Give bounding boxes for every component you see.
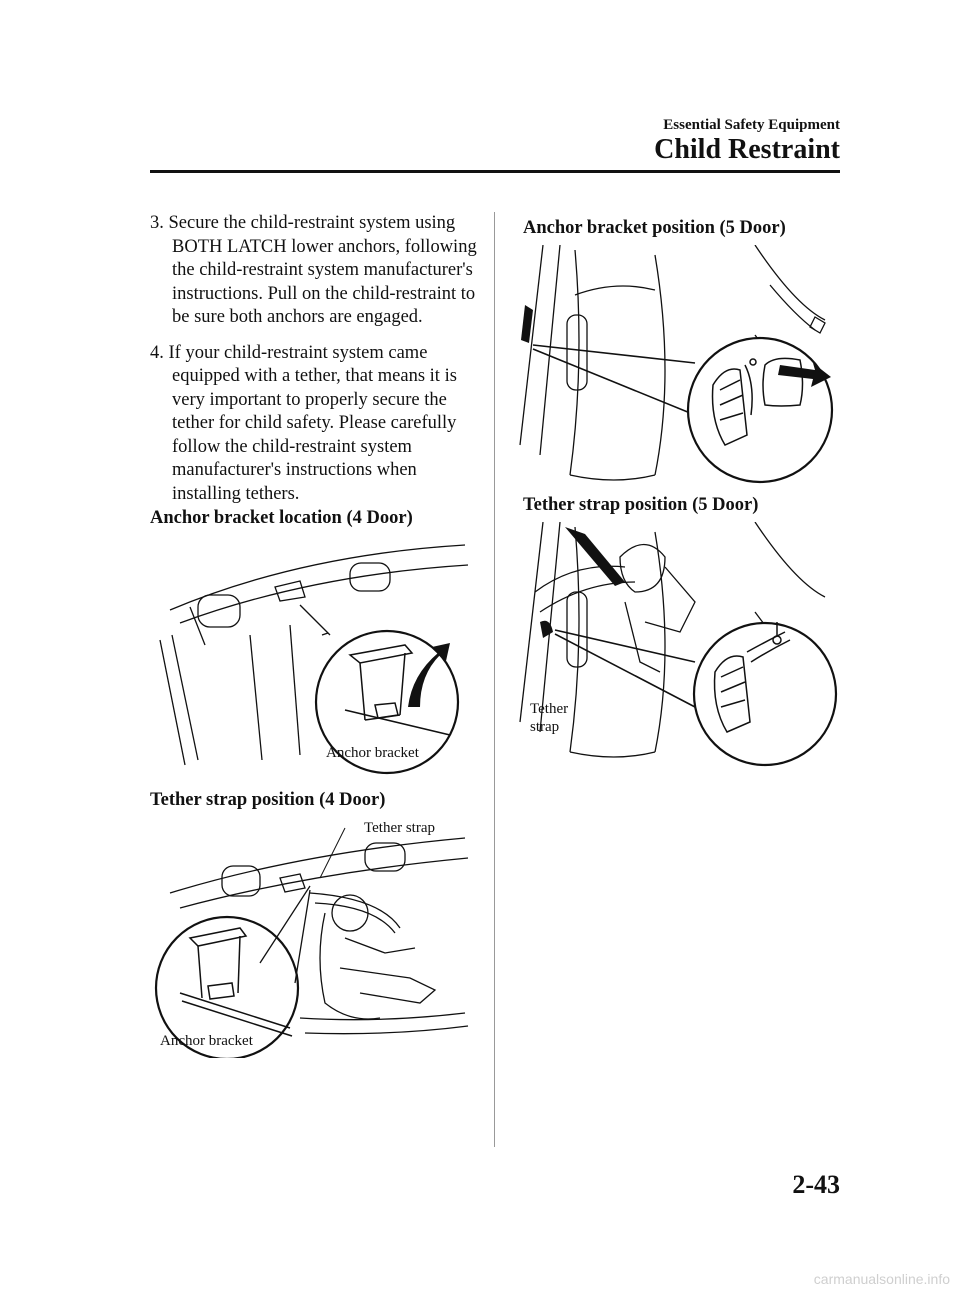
- figure-heading-tether-4door: Tether strap position (4 Door): [150, 790, 386, 810]
- callout-tether-line-1: Tether: [530, 701, 569, 717]
- figure-tether-5door: [515, 522, 840, 767]
- hatch-seat-illustration-5door: [519, 245, 834, 484]
- seat-illustration-4door: [159, 544, 469, 775]
- figure-heading-anchor-5door: Anchor bracket position (5 Door): [523, 218, 786, 238]
- step-4: 4. If your child-restraint system came e…: [150, 342, 457, 504]
- page-number: 2-43: [792, 1170, 840, 1199]
- callout-anchor-bracket-4door: Anchor bracket: [326, 745, 419, 761]
- figure-anchor-5door: [515, 245, 840, 490]
- watermark-text: carmanualsonline.info: [813, 1271, 950, 1287]
- hatch-tether-illustration-5door: [519, 522, 838, 767]
- figure-heading-anchor-4door: Anchor bracket location (4 Door): [150, 508, 413, 528]
- figure-tether-4door: [150, 818, 480, 1058]
- header-divider: [150, 170, 840, 173]
- callout-tether-line-2: strap: [530, 719, 560, 735]
- column-divider: [494, 212, 495, 1147]
- figure-heading-tether-5door: Tether strap position (5 Door): [523, 495, 759, 515]
- callout-anchor-bracket-tether-4door: Anchor bracket: [160, 1033, 253, 1049]
- child-seat-illustration-4door: [154, 827, 469, 1058]
- instruction-steps: 3. Secure the child-restraint system usi…: [150, 212, 480, 518]
- page-title: Child Restraint: [654, 134, 840, 165]
- callout-tether-strap-5door: Tether strap: [530, 700, 568, 736]
- figure-anchor-4door: [150, 535, 480, 775]
- section-label: Essential Safety Equipment: [663, 117, 840, 133]
- callout-tether-strap-4door: Tether strap: [364, 820, 436, 836]
- step-3: 3. Secure the child-restraint system usi…: [150, 213, 477, 327]
